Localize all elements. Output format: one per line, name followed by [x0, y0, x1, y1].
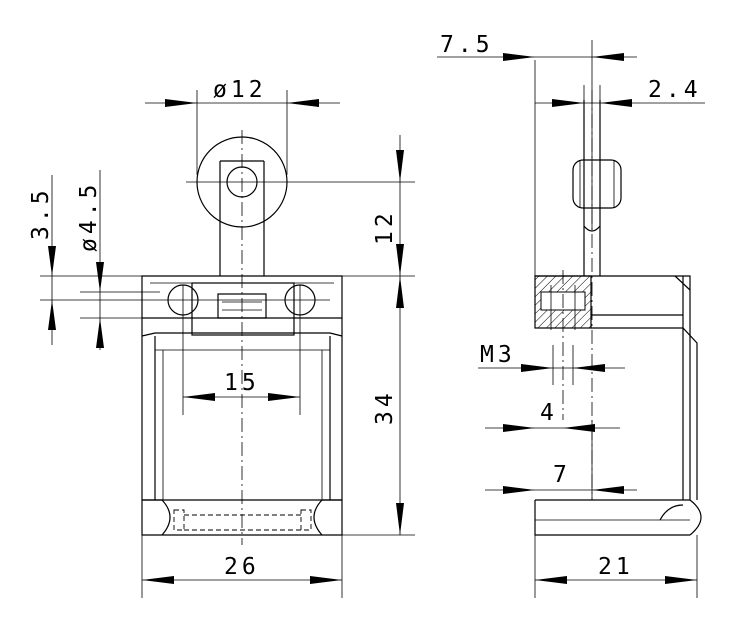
switch-body — [141, 318, 343, 536]
head-side — [535, 275, 691, 501]
dim-roller-diameter: ø12 — [213, 77, 267, 103]
dim-body-depth: 21 — [598, 554, 634, 580]
center-block — [191, 282, 295, 336]
roller-side — [572, 159, 622, 209]
dim-roller-width: 7.5 — [440, 32, 494, 58]
front-view: ø12 12 34 15 26 3.5 ø4.5 — [28, 77, 415, 598]
dim-screw-offset: 4 — [540, 400, 558, 426]
side-view: 7.5 2.4 M3 4 7 21 — [437, 32, 705, 598]
dim-hole-diameter: ø4.5 — [76, 181, 102, 252]
dim-roller-height: 12 — [372, 209, 398, 245]
dim-body-width: 26 — [224, 554, 260, 580]
dim-hole-spacing: 15 — [224, 370, 260, 396]
dim-body-height: 34 — [372, 389, 398, 425]
dim-mount-depth: 7 — [553, 462, 571, 488]
dim-hole-offset: 3.5 — [28, 186, 54, 240]
dim-screw: M3 — [480, 342, 516, 368]
dim-lever-thickness: 2.4 — [648, 77, 702, 103]
